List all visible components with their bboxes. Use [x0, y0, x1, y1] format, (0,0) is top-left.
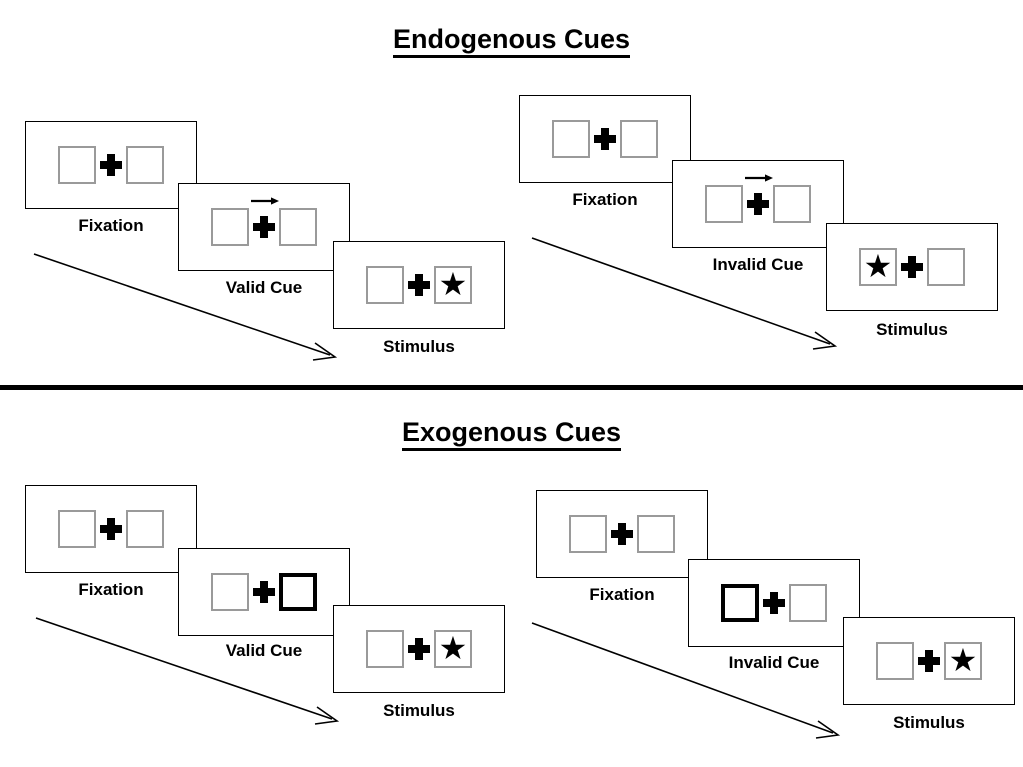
stimulus-box-right [773, 185, 811, 223]
panel-endogenous-valid-cue [178, 183, 350, 271]
stimulus-box-right [927, 248, 965, 286]
frame-content: ★ [859, 248, 965, 286]
fixation-cross-icon [100, 154, 122, 176]
fixation-cross-icon [901, 256, 923, 278]
fixation-cross-icon [763, 592, 785, 614]
fixation-cross-wrap [914, 642, 944, 680]
stimulus-box-right: ★ [434, 630, 472, 668]
caption-exogenous-valid-fixation: Fixation [78, 580, 144, 599]
fixation-cross-icon [253, 581, 275, 603]
fixation-cross-wrap [743, 174, 773, 223]
fixation-cross-icon [408, 274, 430, 296]
stimulus-box-left [569, 515, 607, 553]
section-title-endogenous: Endogenous Cues [0, 24, 1023, 58]
panel-exogenous-invalid-cue [688, 559, 860, 647]
fixation-cross-wrap [249, 573, 279, 611]
stimulus-box-left-cued [721, 584, 759, 622]
panel-exogenous-valid-cue [178, 548, 350, 636]
fixation-cross-wrap [897, 248, 927, 286]
star-icon: ★ [438, 630, 468, 666]
fixation-cross-wrap [759, 584, 789, 622]
fixation-cross-icon [747, 193, 769, 215]
fixation-cross-wrap [96, 146, 126, 184]
fixation-cross-wrap [249, 197, 279, 246]
fixation-cross-icon [594, 128, 616, 150]
stimulus-box-left [366, 630, 404, 668]
stimulus-box-left [366, 266, 404, 304]
stimulus-box-left: ★ [859, 248, 897, 286]
panel-exogenous-invalid-fixation [536, 490, 708, 578]
section-title-exogenous: Exogenous Cues [0, 417, 1023, 451]
frame-content [721, 584, 827, 622]
frame-content: ★ [366, 630, 472, 668]
panel-exogenous-valid-fixation [25, 485, 197, 573]
caption-endogenous-invalid-stimulus: Stimulus [876, 320, 948, 339]
stimulus-box-left [552, 120, 590, 158]
stimulus-box-right [637, 515, 675, 553]
caption-endogenous-valid-fixation: Fixation [78, 216, 144, 235]
fixation-cross-icon [253, 216, 275, 238]
star-icon: ★ [863, 248, 893, 284]
frame-content: ★ [876, 642, 982, 680]
stimulus-box-right [620, 120, 658, 158]
stimulus-box-left [211, 208, 249, 246]
right-arrow-icon [251, 197, 279, 205]
stimulus-box-right: ★ [434, 266, 472, 304]
section-title-endogenous-text: Endogenous Cues [392, 24, 630, 58]
stimulus-box-right [126, 510, 164, 548]
fixation-cross-wrap [607, 515, 637, 553]
caption-exogenous-valid-cue: Valid Cue [225, 641, 303, 660]
right-arrow-icon [745, 174, 773, 182]
fixation-cross-wrap [96, 510, 126, 548]
stimulus-box-right [279, 208, 317, 246]
panel-exogenous-invalid-stimulus: ★ [843, 617, 1015, 705]
star-icon: ★ [438, 266, 468, 302]
stimulus-box-left [705, 185, 743, 223]
section-divider [0, 385, 1023, 390]
stimulus-box-left [211, 573, 249, 611]
caption-endogenous-invalid-fixation: Fixation [572, 190, 638, 209]
caption-endogenous-invalid-cue: Invalid Cue [712, 255, 804, 274]
fixation-cross-icon [611, 523, 633, 545]
frame-content [58, 510, 164, 548]
caption-exogenous-invalid-cue: Invalid Cue [728, 653, 820, 672]
fixation-cross-icon [408, 638, 430, 660]
fixation-cross-icon [918, 650, 940, 672]
panel-endogenous-invalid-stimulus: ★ [826, 223, 998, 311]
panel-endogenous-valid-stimulus: ★ [333, 241, 505, 329]
caption-exogenous-valid-stimulus: Stimulus [383, 701, 455, 720]
fixation-cross-icon [100, 518, 122, 540]
frame-content: ★ [366, 266, 472, 304]
stimulus-box-right [789, 584, 827, 622]
stimulus-box-left [58, 146, 96, 184]
caption-exogenous-invalid-fixation: Fixation [589, 585, 655, 604]
star-icon: ★ [948, 642, 978, 678]
frame-content [211, 573, 317, 611]
fixation-cross-wrap [404, 630, 434, 668]
panel-exogenous-valid-stimulus: ★ [333, 605, 505, 693]
frame-content [211, 197, 317, 246]
panel-endogenous-invalid-fixation [519, 95, 691, 183]
stimulus-box-right: ★ [944, 642, 982, 680]
stimulus-box-right-cued [279, 573, 317, 611]
stimulus-box-right [126, 146, 164, 184]
frame-content [569, 515, 675, 553]
fixation-cross-wrap [590, 120, 620, 158]
stimulus-box-left [58, 510, 96, 548]
frame-content [552, 120, 658, 158]
caption-exogenous-invalid-stimulus: Stimulus [893, 713, 965, 732]
flow-arrow-endogenous-invalid [531, 237, 838, 350]
frame-content [705, 174, 811, 223]
panel-endogenous-valid-fixation [25, 121, 197, 209]
stimulus-box-left [876, 642, 914, 680]
caption-endogenous-valid-cue: Valid Cue [225, 278, 303, 297]
section-title-exogenous-text: Exogenous Cues [401, 417, 622, 451]
caption-endogenous-valid-stimulus: Stimulus [383, 337, 455, 356]
fixation-cross-wrap [404, 266, 434, 304]
frame-content [58, 146, 164, 184]
panel-endogenous-invalid-cue [672, 160, 844, 248]
